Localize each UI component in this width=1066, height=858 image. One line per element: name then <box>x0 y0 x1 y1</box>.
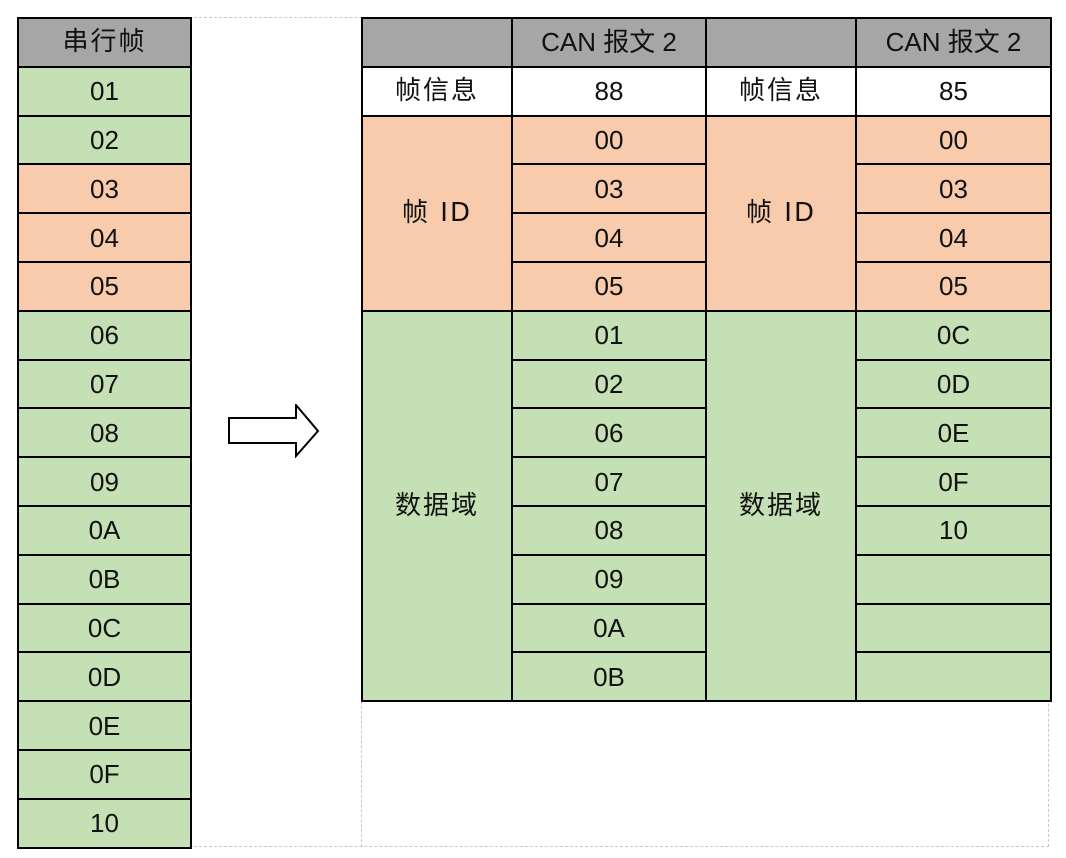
can2-frame-id-cell: 03 <box>855 163 1052 215</box>
can1-frame-id-cell: 03 <box>511 163 707 215</box>
can2-data-cell <box>855 651 1052 703</box>
can2-data-cell <box>855 553 1052 605</box>
can1-data-cell: 0B <box>511 651 707 703</box>
can2-data-cell: 0F <box>855 456 1052 507</box>
serial-cell: 06 <box>17 309 192 361</box>
can1-frame-id-cell: 00 <box>511 114 707 166</box>
serial-cell: 0F <box>17 748 192 800</box>
can1-frame-info-label: 帧信息 <box>361 65 513 117</box>
serial-cell: 10 <box>17 797 192 849</box>
can2-frame-info-value: 85 <box>855 65 1052 117</box>
serial-frame-table: 串行帧 01 02 03 04 05 06 07 08 09 0A 0B 0C … <box>17 17 192 849</box>
can1-frame-info-value: 88 <box>511 65 707 117</box>
can2-header: CAN 报文 2 <box>855 17 1052 68</box>
serial-cell: 08 <box>17 407 192 459</box>
serial-cell: 04 <box>17 212 192 263</box>
can2-frame-id-label: 帧 ID <box>705 114 857 312</box>
can1-label-header <box>361 17 513 68</box>
can2-data-cell: 0D <box>855 358 1052 410</box>
can1-frame-id-cell: 05 <box>511 260 707 312</box>
can2-data-cell: 0E <box>855 407 1052 459</box>
can1-data-label: 数据域 <box>361 309 513 703</box>
can2-frame-id-cell: 00 <box>855 114 1052 166</box>
can2-frame-info-label: 帧信息 <box>705 65 857 117</box>
can2-frame-id-cell: 05 <box>855 260 1052 312</box>
serial-cell: 07 <box>17 358 192 410</box>
can2-frame-id-cell: 04 <box>855 212 1052 263</box>
serial-cell: 0A <box>17 504 192 556</box>
can2-data-cell: 0C <box>855 309 1052 361</box>
can1-data-cell: 0A <box>511 602 707 654</box>
can1-data-cell: 06 <box>511 407 707 459</box>
canvas-divider <box>361 701 362 847</box>
serial-cell: 03 <box>17 163 192 215</box>
can1-data-cell: 07 <box>511 456 707 507</box>
can2-data-cell: 10 <box>855 504 1052 556</box>
serial-cell: 0C <box>17 602 192 654</box>
can1-frame-id-label: 帧 ID <box>361 114 513 312</box>
serial-cell: 09 <box>17 456 192 507</box>
can-frames-table: CAN 报文 2 CAN 报文 2 帧信息 88 帧信息 85 帧 ID 00 … <box>361 17 1052 703</box>
can1-header: CAN 报文 2 <box>511 17 707 68</box>
serial-cell: 0E <box>17 700 192 751</box>
serial-cell: 05 <box>17 260 192 312</box>
can1-data-cell: 09 <box>511 553 707 605</box>
serial-cell: 0D <box>17 651 192 703</box>
serial-cell: 0B <box>17 553 192 605</box>
can2-label-header <box>705 17 857 68</box>
can1-data-cell: 08 <box>511 504 707 556</box>
right-arrow-icon <box>228 404 320 458</box>
serial-cell: 02 <box>17 114 192 166</box>
serial-cell: 01 <box>17 65 192 117</box>
serial-header: 串行帧 <box>17 17 192 68</box>
can1-data-cell: 02 <box>511 358 707 410</box>
can1-frame-id-cell: 04 <box>511 212 707 263</box>
can2-data-label: 数据域 <box>705 309 857 703</box>
can2-data-cell <box>855 602 1052 654</box>
can1-data-cell: 01 <box>511 309 707 361</box>
